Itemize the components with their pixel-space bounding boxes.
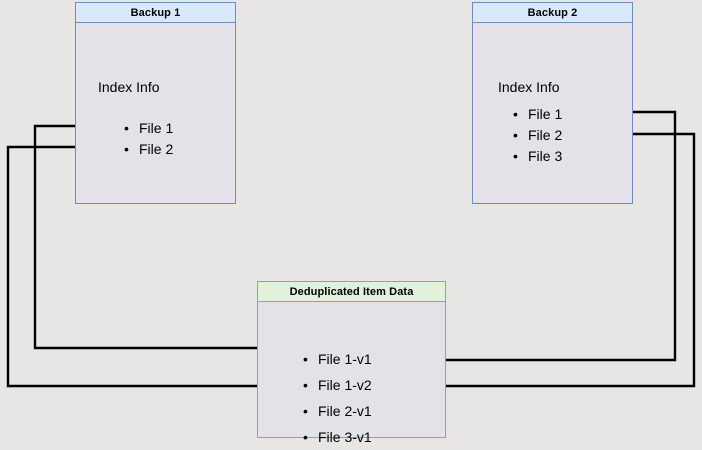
node-backup-2[interactable]: Backup 2 Index Info File 1 File 2 File 3 — [472, 2, 633, 204]
list-item: File 1-v2 — [303, 372, 372, 398]
node-backup-2-index-label: Index Info — [498, 79, 560, 95]
node-backup-1-title: Backup 1 — [76, 3, 235, 23]
node-backup-2-body: Index Info File 1 File 2 File 3 — [473, 23, 632, 203]
node-backup-1-file-list: File 1 File 2 — [124, 118, 173, 160]
node-deduplicated-item-data-file-list: File 1-v1 File 1-v2 File 2-v1 File 3-v1 — [303, 346, 372, 450]
node-deduplicated-item-data-title: Deduplicated Item Data — [258, 282, 445, 302]
list-item: File 1 — [513, 104, 562, 125]
list-item: File 1-v1 — [303, 346, 372, 372]
node-backup-2-file-list: File 1 File 2 File 3 — [513, 104, 562, 167]
node-backup-1-index-label: Index Info — [98, 79, 160, 95]
list-item: File 1 — [124, 118, 173, 139]
list-item: File 2 — [513, 125, 562, 146]
node-backup-1[interactable]: Backup 1 Index Info File 1 File 2 — [75, 2, 236, 204]
node-deduplicated-item-data-body: File 1-v1 File 1-v2 File 2-v1 File 3-v1 — [258, 302, 445, 450]
list-item: File 2 — [124, 139, 173, 160]
node-deduplicated-item-data[interactable]: Deduplicated Item Data File 1-v1 File 1-… — [257, 281, 446, 450]
list-item: File 2-v1 — [303, 398, 372, 424]
node-backup-1-body: Index Info File 1 File 2 — [76, 23, 235, 203]
list-item: File 3 — [513, 146, 562, 167]
list-item: File 3-v1 — [303, 424, 372, 450]
node-backup-2-title: Backup 2 — [473, 3, 632, 23]
